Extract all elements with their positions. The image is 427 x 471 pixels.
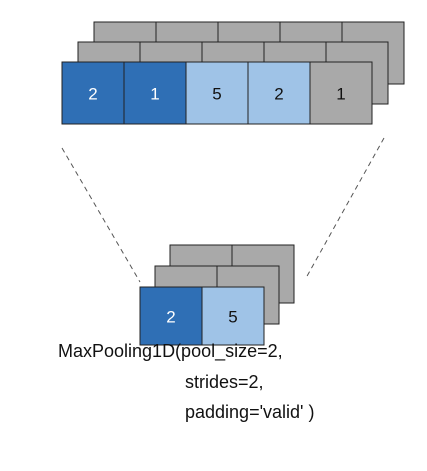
input-feature-stack: 2 1 5 2 1 <box>61 21 405 125</box>
left-connector-line <box>61 147 141 283</box>
input-cell-value-1: 2 <box>88 85 97 104</box>
output-cell-2 <box>201 286 265 346</box>
pooling-connector-lines <box>61 137 385 283</box>
caption-line-1: MaxPooling1D(pool_size=2, <box>58 341 283 361</box>
input-cell-2 <box>123 61 187 125</box>
input-cell-value-2: 1 <box>150 85 159 104</box>
caption-line-3: padding='valid' ) <box>185 402 315 422</box>
input-cell-5 <box>309 61 373 125</box>
output-cell-value-2: 5 <box>228 308 237 327</box>
output-cell-1 <box>139 286 203 346</box>
input-cell-value-3: 5 <box>212 85 221 104</box>
input-cell-4 <box>247 61 311 125</box>
input-cell-value-5: 1 <box>336 85 345 104</box>
input-cell-value-4: 2 <box>274 85 283 104</box>
caption-line-2: strides=2, <box>185 372 264 392</box>
output-cell-value-1: 2 <box>166 308 175 327</box>
right-connector-line <box>305 137 385 279</box>
